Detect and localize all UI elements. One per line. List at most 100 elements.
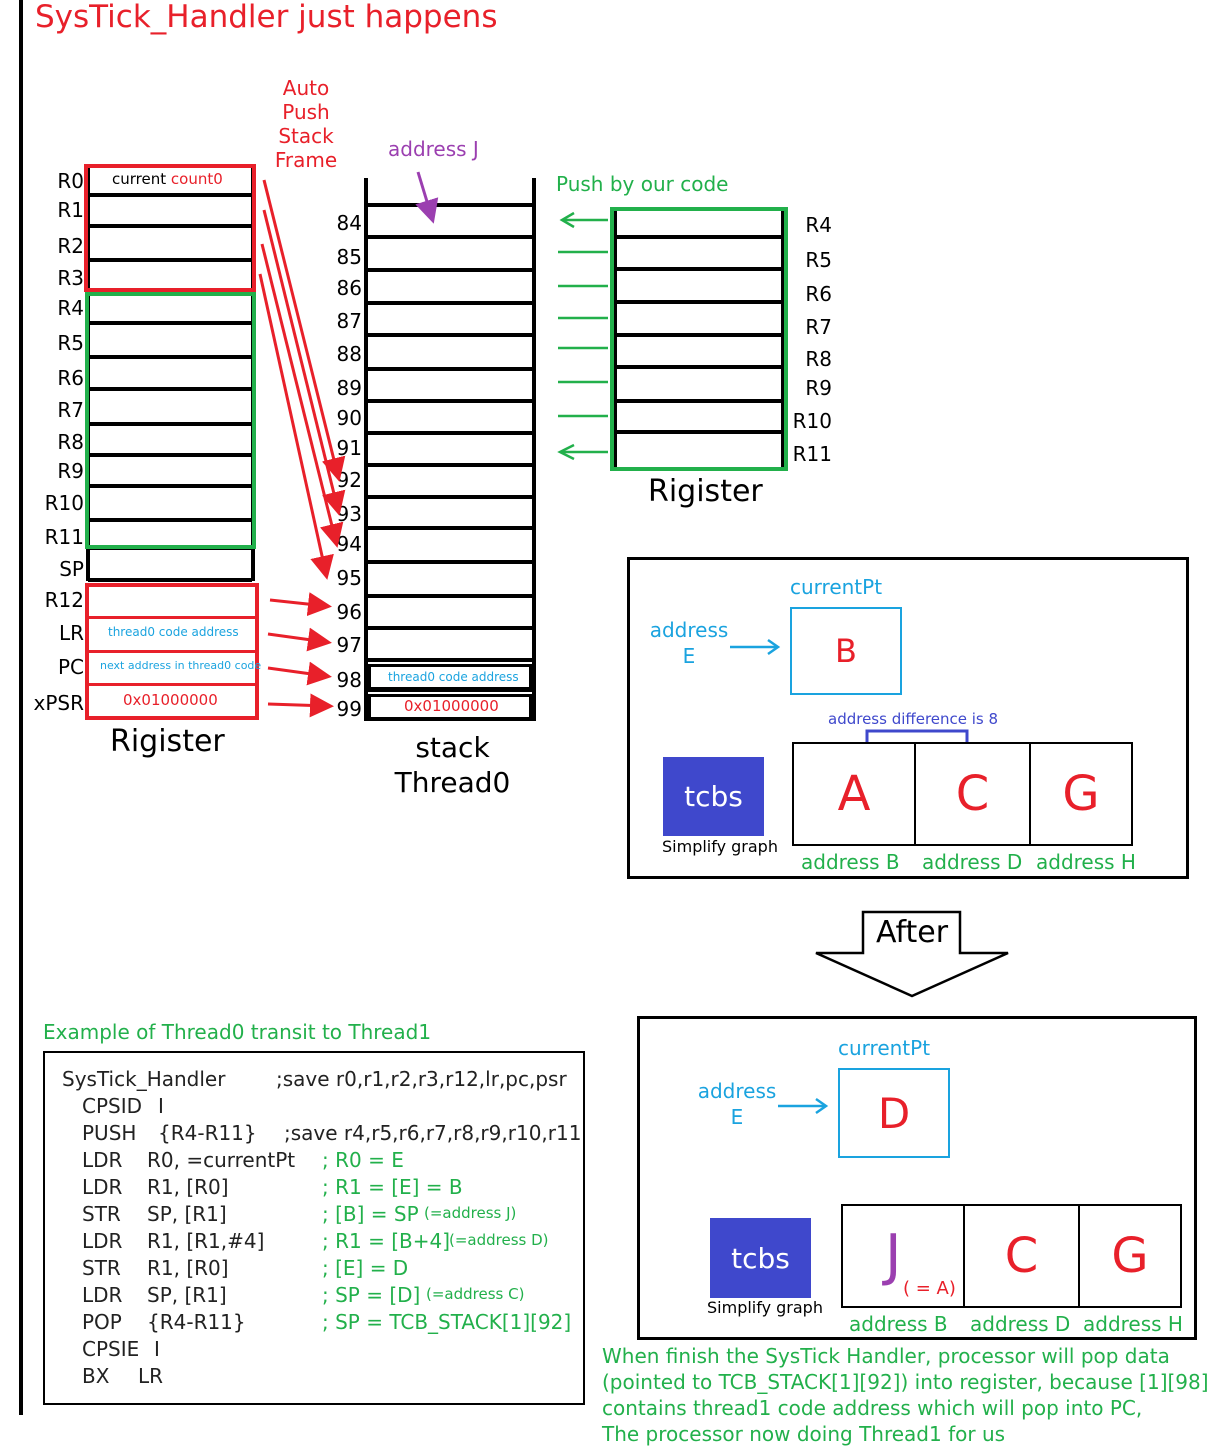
stack-slot-99-value: 0x01000000 xyxy=(404,697,499,715)
left-register-label: R9 xyxy=(57,459,84,483)
stack-slot-line xyxy=(366,658,534,662)
before-currentpt-box: B xyxy=(790,607,902,695)
address-j-label: address J xyxy=(388,137,479,161)
register-slot-line xyxy=(89,683,255,686)
register-slot-line xyxy=(88,453,252,457)
auto-push-label: Auto Push Stack Frame xyxy=(274,76,338,172)
code-instruction: LDR xyxy=(82,1283,123,1307)
stack-slot-line xyxy=(366,560,534,564)
push-arrows xyxy=(557,211,608,461)
after-currentpt-label: currentPt xyxy=(838,1036,931,1060)
stack-slot-99 xyxy=(368,694,532,720)
stack-slot-98-value: thread0 code address xyxy=(388,670,519,684)
code-note: (=address D) xyxy=(449,1231,549,1249)
code-comment: ; SP = TCB_STACK[1][92] xyxy=(322,1310,572,1334)
left-register-label: R11 xyxy=(44,525,84,549)
footnote: When finish the SysTick Handler, process… xyxy=(602,1344,1209,1446)
after-label: After xyxy=(876,915,949,950)
after-cell-j: J ( = A) xyxy=(843,1206,965,1306)
left-register-label: R8 xyxy=(57,430,84,454)
code-args: LR xyxy=(138,1364,164,1388)
left-register-label: xPSR xyxy=(33,691,85,715)
r12-xpsr-highlight xyxy=(85,583,259,720)
code-note: (=address C) xyxy=(426,1285,525,1303)
before-cell-g: G xyxy=(1062,766,1100,822)
after-cell-c: C xyxy=(965,1206,1080,1306)
code-comment: ; [E] = D xyxy=(322,1256,409,1280)
register-slot-line xyxy=(88,484,252,488)
before-cell-c: C xyxy=(916,744,1031,844)
right-register-label: R5 xyxy=(805,248,832,272)
before-address-h: address H xyxy=(1036,850,1136,874)
stack-slot-line xyxy=(366,367,534,371)
address-j-arrow xyxy=(415,171,439,224)
after-cell-g: G xyxy=(1111,1228,1149,1284)
register-slot-line xyxy=(88,355,252,359)
code-args: SP, [R1] xyxy=(147,1283,227,1307)
right-register-slot-line xyxy=(614,333,784,337)
before-currentpt-label: currentPt xyxy=(790,575,883,599)
right-register-label: R8 xyxy=(805,347,832,371)
code-args: R0, =currentPt xyxy=(147,1148,296,1172)
right-register-inner-left xyxy=(614,211,617,467)
right-register-label: R6 xyxy=(805,282,832,306)
code-comment: ; R1 = [B+4] xyxy=(322,1229,450,1253)
left-register-label: PC xyxy=(57,655,84,679)
before-cell-a: A xyxy=(794,744,916,844)
before-tcb-cells: A C G xyxy=(792,742,1133,846)
stack-index: 87 xyxy=(336,309,362,333)
stack-wall-right xyxy=(532,178,536,721)
code-instruction: STR xyxy=(82,1202,121,1226)
right-register-slot-line xyxy=(614,430,784,434)
left-register-label: R1 xyxy=(57,198,84,222)
before-tcbs-block: tcbs xyxy=(663,757,764,836)
code-comment: ; SP = [D] xyxy=(322,1283,421,1307)
stack-index: 88 xyxy=(336,342,362,366)
register-slot-line xyxy=(88,258,252,262)
stack-slot-line xyxy=(366,235,534,239)
code-instruction: SysTick_Handler xyxy=(62,1067,226,1091)
stack-slot-line xyxy=(366,268,534,272)
code-instruction: CPSID xyxy=(82,1094,143,1118)
stack-index: 98 xyxy=(336,668,362,692)
stack-index: 89 xyxy=(336,376,362,400)
code-args: R1, [R0] xyxy=(147,1175,229,1199)
right-register-label: R9 xyxy=(805,376,832,400)
register-slot-line xyxy=(88,224,252,228)
after-simplify-graph: Simplify graph xyxy=(707,1298,823,1317)
code-args: R1, [R1,#4] xyxy=(147,1229,265,1253)
left-register-label: R0 xyxy=(57,169,84,193)
before-address-e: address E xyxy=(649,618,729,668)
code-args: R1, [R0] xyxy=(147,1256,229,1280)
stack-index: 90 xyxy=(336,406,362,430)
after-address-h: address H xyxy=(1083,1312,1183,1336)
code-comment: ;save r0,r1,r2,r3,r12,lr,pc,psr xyxy=(276,1067,567,1091)
r4-r11-highlight xyxy=(85,292,256,549)
code-instruction: POP xyxy=(82,1310,122,1334)
r0-r3-highlight xyxy=(84,164,256,292)
right-register-frame xyxy=(610,207,788,471)
pc-value: next address in thread0 code xyxy=(100,659,262,672)
address-difference-label: address difference is 8 xyxy=(828,710,999,728)
code-note: (=address J) xyxy=(424,1204,517,1222)
before-address-b: address B xyxy=(801,850,900,874)
left-register-label: R4 xyxy=(57,296,84,320)
left-register-label: R2 xyxy=(57,234,84,258)
before-simplify-graph: Simplify graph xyxy=(662,837,778,856)
code-instruction: PUSH xyxy=(82,1121,137,1145)
code-comment: ; [B] = SP xyxy=(322,1202,419,1226)
right-register-slot-line xyxy=(614,365,784,369)
left-register-label: R3 xyxy=(57,266,84,290)
address-e-arrows xyxy=(730,638,829,1115)
code-comment: ; R0 = E xyxy=(322,1148,404,1172)
code-args: SP, [R1] xyxy=(147,1202,227,1226)
code-comment: ;save r4,r5,r6,r7,r8,r9,r10,r11 xyxy=(284,1121,582,1145)
stack-index: 91 xyxy=(336,436,362,460)
register-slot-line xyxy=(88,422,252,426)
after-box xyxy=(637,1016,1197,1340)
code-comment: ; R1 = [E] = B xyxy=(322,1175,463,1199)
left-register-label: R7 xyxy=(57,398,84,422)
stack-slot-line xyxy=(366,688,534,692)
left-register-label: R5 xyxy=(57,331,84,355)
address-difference-bracket xyxy=(865,729,969,743)
